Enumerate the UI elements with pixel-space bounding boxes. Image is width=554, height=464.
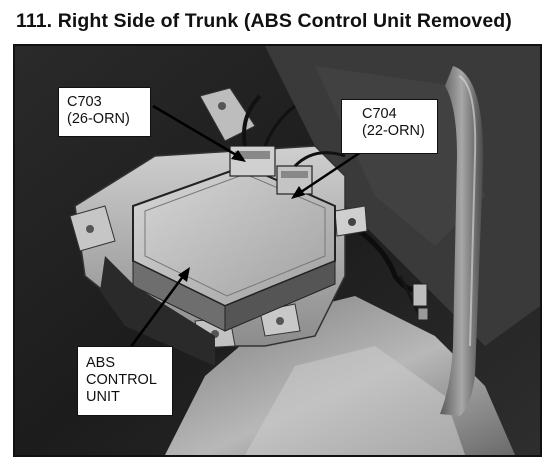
callout-c704-label: C704 (22-ORN): [341, 99, 438, 154]
callout-abs-control-unit-label: ABS CONTROL UNIT: [77, 346, 173, 416]
page-title: 111. Right Side of Trunk (ABS Control Un…: [16, 10, 512, 32]
callout-c703-label: C703 (26-ORN): [58, 87, 151, 137]
